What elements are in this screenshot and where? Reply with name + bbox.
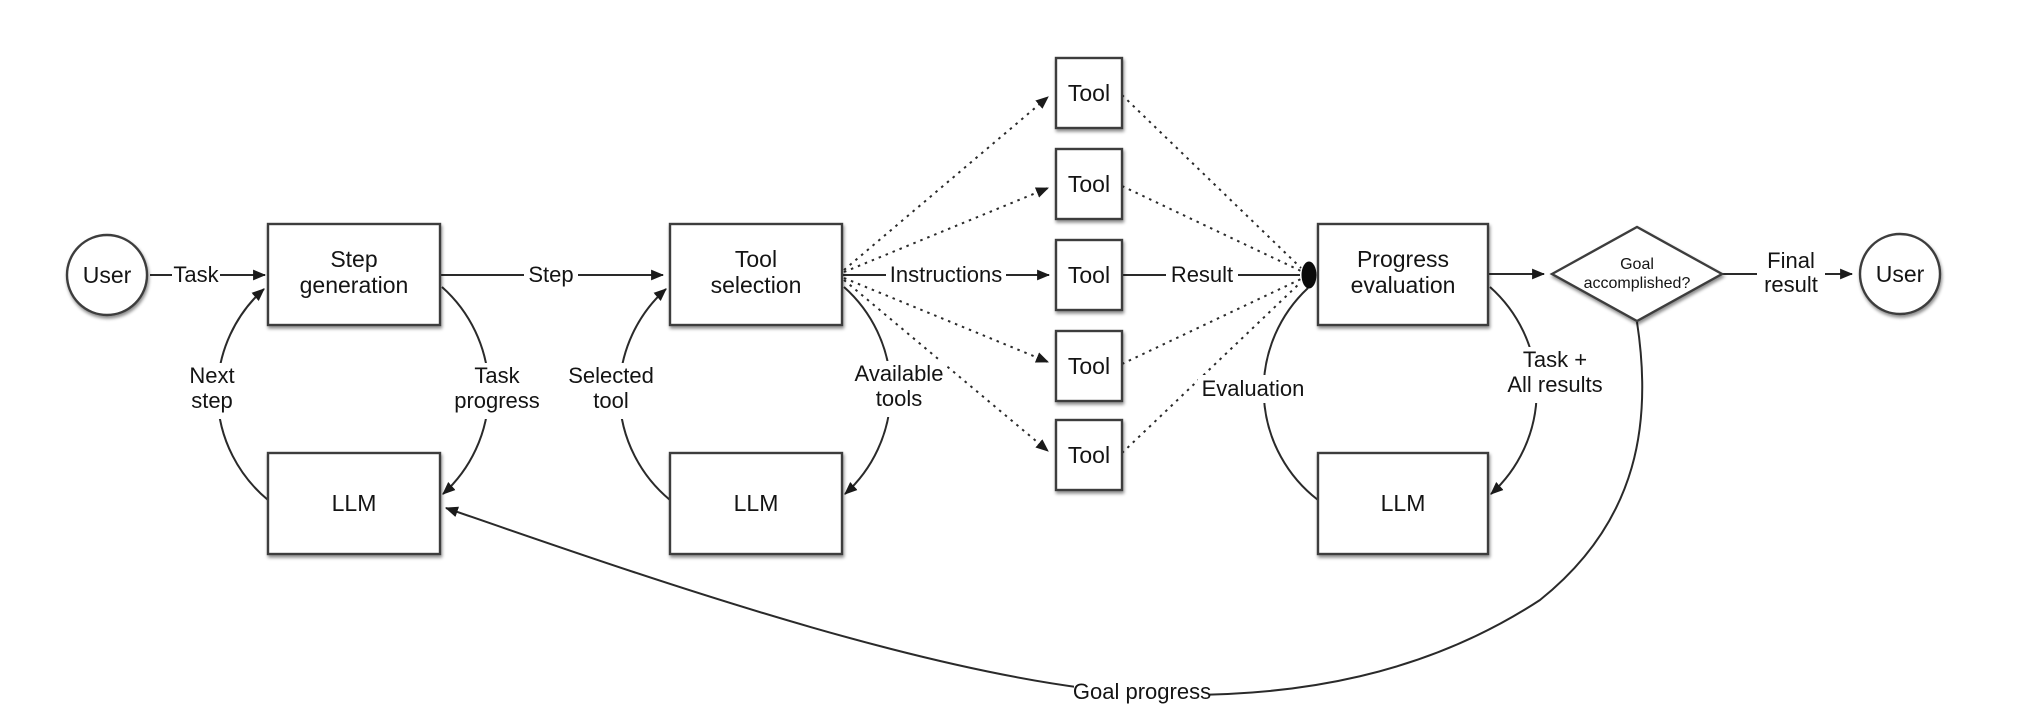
progress-evaluation-label-line2: evaluation	[1351, 272, 1456, 298]
arrow-convergence-blob	[1301, 261, 1317, 289]
tool-label-3: Tool	[1068, 262, 1110, 288]
edge-label-task-progress: Task progress	[450, 363, 544, 419]
selected-tool-label-line2: tool	[593, 388, 628, 413]
node-llm-tool: LLM	[668, 451, 844, 556]
edge-label-next-step: Next step	[176, 363, 248, 419]
label-bg	[1198, 375, 1308, 403]
edge-label-final-result: Final result	[1757, 248, 1825, 301]
next-step-label-line1: Next	[189, 363, 234, 388]
available-tools-label-line2: tools	[876, 386, 922, 411]
goal-decision-label-line2: accomplished?	[1584, 275, 1691, 292]
edge-dotted-from-tool-1	[1121, 94, 1302, 269]
tool-label-2: Tool	[1068, 171, 1110, 197]
tool-selection-label-line2: selection	[711, 272, 802, 298]
tool-label-5: Tool	[1068, 442, 1110, 468]
step-generation-box	[266, 222, 442, 327]
edge-label-evaluation: Evaluation	[1198, 375, 1308, 403]
edge-dotted-to-tool-1	[843, 96, 1049, 271]
task-all-results-label-line1: Task +	[1523, 347, 1587, 372]
tool-selection-box	[668, 222, 844, 327]
task-all-results-label-line2: All results	[1507, 372, 1602, 397]
final-result-label-line1: Final	[1767, 248, 1815, 273]
edge-dotted-from-tool-2	[1121, 185, 1302, 272]
label-bg	[1503, 347, 1607, 403]
tool-label-4: Tool	[1068, 353, 1110, 379]
step-generation-label-line2: generation	[300, 272, 409, 298]
selected-tool-label-line1: Selected	[568, 363, 654, 388]
node-goal-decision: Goal accomplished?	[1549, 225, 1725, 323]
task-progress-label-line2: progress	[454, 388, 540, 413]
label-bg	[886, 260, 1006, 289]
progress-evaluation-label-line1: Progress	[1357, 246, 1449, 272]
tool-box-4	[1054, 329, 1124, 403]
label-bg	[851, 361, 947, 417]
edge-dotted-to-tool-2	[843, 187, 1050, 273]
evaluation-label: Evaluation	[1202, 376, 1305, 401]
edge-label-task-all-results: Task + All results	[1503, 347, 1607, 403]
node-step-generation: Step generation	[266, 222, 442, 327]
goal-progress-label: Goal progress	[1073, 679, 1211, 704]
edge-label-task: Task	[172, 260, 220, 289]
next-step-label-line2: step	[191, 388, 233, 413]
edge-label-step: Step	[524, 260, 578, 289]
label-bg	[563, 363, 659, 419]
label-bg	[450, 363, 544, 419]
llm-tool-label: LLM	[734, 490, 779, 516]
llm-eval-label: LLM	[1381, 490, 1426, 516]
label-bg	[176, 363, 248, 419]
goal-decision-label-line1: Goal	[1620, 256, 1654, 273]
edge-dotted-from-tool-5	[1121, 281, 1302, 454]
label-bg	[524, 260, 578, 289]
llm-step-label: LLM	[332, 490, 377, 516]
node-tool-5: Tool	[1054, 418, 1124, 492]
node-llm-eval: LLM	[1316, 451, 1490, 556]
llm-tool-box	[668, 451, 844, 556]
tool-box-5	[1054, 418, 1124, 492]
label-bg	[1074, 677, 1210, 706]
edge-label-result: Result	[1166, 260, 1238, 289]
llm-step-box	[266, 451, 442, 556]
user-left-label: User	[83, 262, 132, 288]
tool-box-3	[1054, 238, 1124, 312]
tool-box-2	[1054, 147, 1124, 221]
label-bg	[1166, 260, 1238, 289]
progress-evaluation-box	[1316, 222, 1490, 327]
node-tool-3: Tool	[1054, 238, 1124, 312]
llm-eval-box	[1316, 451, 1490, 556]
node-user-right: User	[1858, 232, 1942, 316]
node-tool-2: Tool	[1054, 147, 1124, 221]
label-bg	[172, 260, 220, 289]
tool-selection-label-line1: Tool	[735, 246, 777, 272]
step-generation-label-line1: Step	[330, 246, 377, 272]
edge-dotted-to-tool-4	[843, 277, 1050, 363]
node-tool-4: Tool	[1054, 329, 1124, 403]
edge-goal-progress-curve	[444, 321, 1644, 696]
goal-decision-diamond	[1549, 225, 1725, 323]
node-llm-step: LLM	[266, 451, 442, 556]
edge-dotted-from-tool-4	[1121, 278, 1302, 365]
task-progress-label-line1: Task	[474, 363, 520, 388]
task-label: Task	[173, 262, 219, 287]
edge-label-goal-progress: Goal progress	[1073, 677, 1211, 706]
edge-label-selected-tool: Selected tool	[563, 363, 659, 419]
edge-label-available-tools: Available tools	[851, 361, 947, 417]
edge-label-instructions: Instructions	[886, 260, 1006, 289]
node-progress-evaluation: Progress evaluation	[1316, 222, 1490, 327]
node-user-left: User	[65, 233, 149, 317]
available-tools-label-line1: Available	[855, 361, 944, 386]
node-tool-selection: Tool selection	[668, 222, 844, 327]
tool-box-1	[1054, 56, 1124, 130]
node-tool-1: Tool	[1054, 56, 1124, 130]
final-result-label-line2: result	[1764, 272, 1818, 297]
user-circle	[65, 233, 149, 317]
instructions-label: Instructions	[890, 262, 1003, 287]
user-circle	[1858, 232, 1942, 316]
user-right-label: User	[1876, 261, 1925, 287]
result-label: Result	[1171, 262, 1233, 287]
step-label: Step	[528, 262, 573, 287]
tool-label-1: Tool	[1068, 80, 1110, 106]
label-bg	[1757, 249, 1825, 301]
